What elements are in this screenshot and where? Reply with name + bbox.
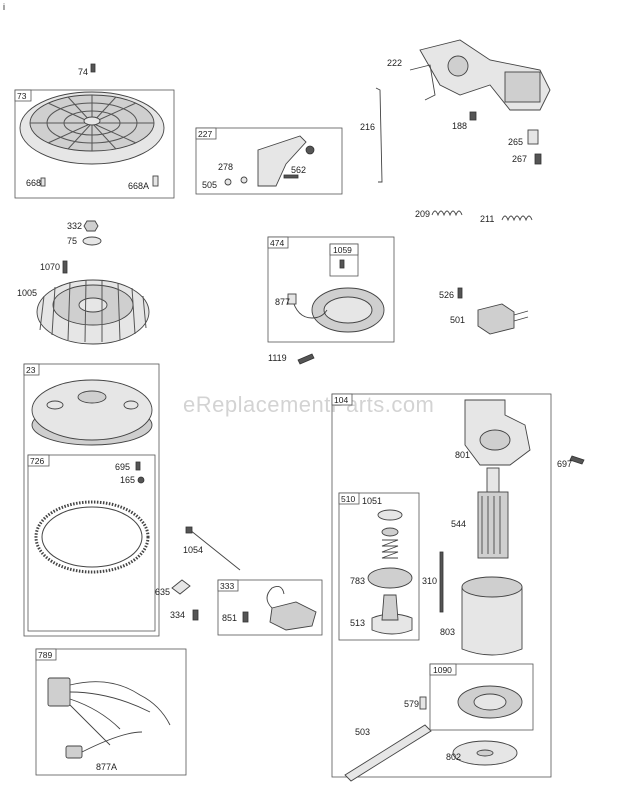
link-rod-216[interactable] [375,87,383,183]
box-227-bracket[interactable]: 227 [195,127,343,195]
box-label-474: 474 [270,238,284,248]
callout-75: 75 [67,236,77,246]
bolt-697[interactable] [569,455,585,465]
corner-mark: i [3,2,5,12]
screw-188[interactable] [469,111,477,121]
callout-310: 310 [422,576,437,586]
key-165[interactable] [137,476,145,484]
box-label-333: 333 [220,581,234,591]
washer-75[interactable] [82,236,102,246]
box-label-510: 510 [341,494,355,504]
callout-1051: 1051 [362,496,382,506]
box-23-flywheel[interactable]: 23 [23,363,160,637]
box-789-harness[interactable]: 789 [35,648,187,776]
callout-267: 267 [512,154,527,164]
callout-513: 513 [350,618,365,628]
callout-526: 526 [439,290,454,300]
callout-562: 562 [291,165,306,175]
callout-74: 74 [78,67,88,77]
bolt-74[interactable] [90,63,96,73]
callout-783: 783 [350,576,365,586]
callout-505: 505 [202,180,217,190]
spring-211[interactable] [501,215,533,222]
callout-1005: 1005 [17,288,37,298]
screw-526[interactable] [457,287,463,299]
wire-tie-1054[interactable] [189,529,241,571]
callout-801: 801 [455,450,470,460]
callout-211: 211 [480,214,494,224]
callout-802: 802 [446,752,461,762]
box-label-726: 726 [30,456,44,466]
blower-housing-1005[interactable] [36,279,150,345]
box-104-starter[interactable]: 104 [331,393,552,782]
box-label-1059: 1059 [333,245,352,255]
watermark: eReplacementParts.com [183,392,434,417]
callout-334: 334 [170,610,185,620]
callout-803: 803 [440,627,455,637]
callout-503: 503 [355,727,370,737]
callout-265: 265 [508,137,523,147]
box-label-23: 23 [26,365,36,375]
callout-1070: 1070 [40,262,60,272]
box-label-1090: 1090 [433,665,452,675]
screw-334[interactable] [192,609,199,621]
callout-1054: 1054 [183,545,203,555]
box-label-227: 227 [198,129,212,139]
box-label-789: 789 [38,650,52,660]
screw-851[interactable] [242,611,249,623]
screw-267[interactable] [534,153,542,165]
callout-501: 501 [450,315,465,325]
box-73-rotating-screen[interactable]: 73 [14,89,175,199]
callout-635: 635 [155,587,170,597]
callout-668: 668 [26,178,41,188]
spring-clip-265[interactable] [527,129,539,145]
control-bracket-222[interactable] [409,39,551,111]
plug-boot-635[interactable] [171,579,191,595]
nut-332[interactable] [83,220,99,232]
callout-222: 222 [387,58,402,68]
callout-332: 332 [67,221,82,231]
callout-278: 278 [218,162,233,172]
box-label-104: 104 [334,395,348,405]
box-510-drive-kit[interactable]: 510 [338,492,420,641]
callout-851: 851 [222,613,237,623]
box-726-ring-gear[interactable]: 726 [27,454,156,632]
callout-579: 579 [404,699,419,709]
screw-579[interactable] [419,696,427,710]
callout-697: 697 [557,459,572,469]
screw-695[interactable] [135,461,141,471]
spring-209[interactable] [431,210,463,217]
bolt-1119[interactable] [297,353,315,365]
callout-544: 544 [451,519,466,529]
box-333-ignition[interactable]: 333 [217,579,323,636]
bolt-1070[interactable] [62,260,68,274]
callout-695: 695 [115,462,130,472]
callout-668a: 668A [128,181,149,191]
callout-1119: 1119 [268,353,287,363]
box-1090-brush-kit[interactable]: 1090 [429,663,534,731]
callout-188: 188 [452,121,467,131]
callout-877a: 877A [96,762,117,772]
callout-165: 165 [120,475,135,485]
regulator-501[interactable] [477,303,515,335]
callout-209: 209 [415,209,430,219]
box-474-alternator[interactable]: 474 1059 [267,236,395,343]
box-label-73: 73 [17,91,27,101]
callout-877: 877 [275,297,290,307]
callout-216: 216 [360,122,375,132]
